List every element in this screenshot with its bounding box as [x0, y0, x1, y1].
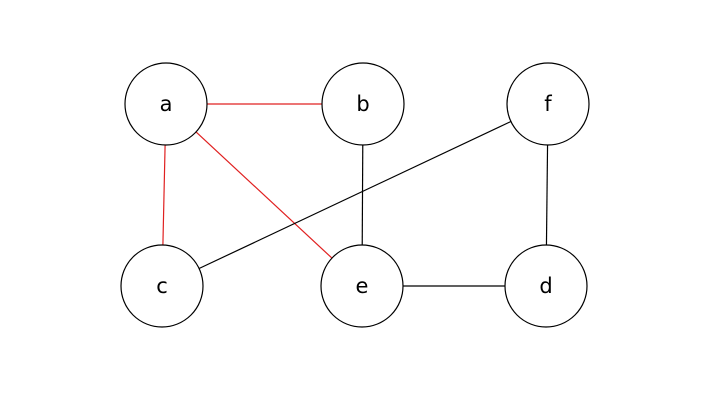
node-label-e: e	[356, 274, 369, 298]
node-label-d: d	[539, 274, 552, 298]
node-d: d	[504, 244, 588, 328]
edge-f-d	[545, 144, 549, 246]
node-circle-b	[321, 62, 405, 146]
edge-a-c	[162, 144, 166, 246]
node-b: b	[321, 62, 405, 146]
node-label-f: f	[544, 92, 552, 116]
node-f: f	[506, 62, 590, 146]
nodes-layer: a b f c e d	[120, 62, 590, 328]
node-label-a: a	[160, 92, 173, 116]
node-label-b: b	[356, 92, 369, 116]
edge-f-c	[198, 120, 512, 270]
node-circle-f	[506, 62, 590, 146]
edge-b-e	[361, 144, 364, 246]
node-circle-e	[320, 244, 404, 328]
node-e: e	[320, 244, 404, 328]
node-c: c	[120, 244, 204, 328]
edges-layer	[162, 103, 549, 287]
node-a: a	[124, 62, 208, 146]
node-label-c: c	[156, 274, 168, 298]
edge-a-e	[195, 131, 333, 259]
node-circle-c	[120, 244, 204, 328]
node-circle-d	[504, 244, 588, 328]
node-circle-a	[124, 62, 208, 146]
